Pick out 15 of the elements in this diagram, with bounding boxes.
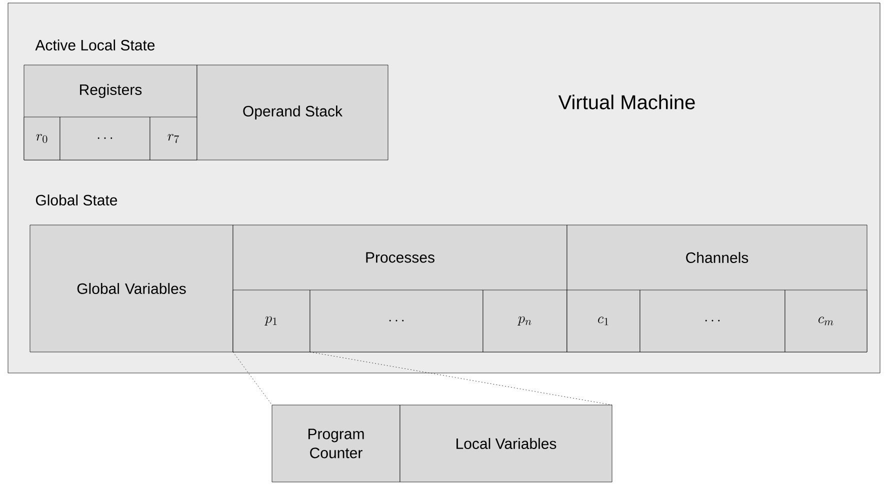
- math-cell: $r_0$: [24, 116, 60, 160]
- zoom-line: [232, 352, 272, 406]
- section-heading: Global State: [36, 194, 118, 206]
- math-cell: $\cdots$: [640, 290, 786, 352]
- section-heading: Active Local State: [35, 39, 155, 50]
- math-cell: $p_1$: [232, 290, 310, 352]
- math-cell: $c_m$: [784, 290, 868, 352]
- math-cell: $p_n$: [482, 290, 568, 352]
- stack-cell: Operand Stack: [196, 64, 388, 160]
- math-cell: $c_1$: [566, 290, 640, 352]
- zoom-line: [310, 352, 612, 406]
- counter-cell: Program Counter: [272, 404, 400, 482]
- variables-cell: Local Variables: [400, 404, 612, 482]
- math-cell: $r_7$: [150, 116, 198, 160]
- variables-cell: Global Variables: [30, 224, 234, 352]
